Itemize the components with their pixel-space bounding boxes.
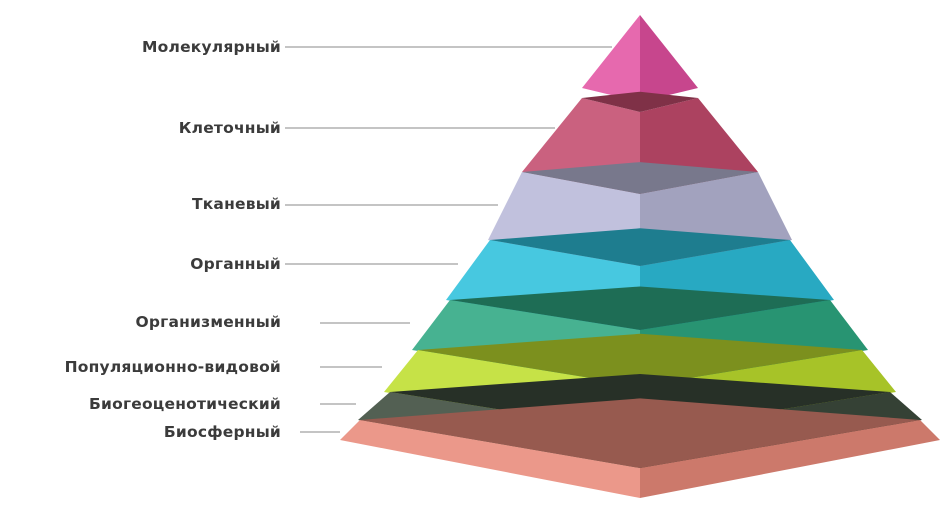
layer-right-face <box>640 15 698 102</box>
label-biosphere: Биосферный <box>164 423 281 441</box>
label-organism: Организменный <box>136 313 281 331</box>
label-tissue: Тканевый <box>192 195 281 213</box>
pyramid-layer-1 <box>582 15 698 102</box>
label-organ: Органный <box>190 255 281 273</box>
label-population: Популяционно-видовой <box>65 358 281 376</box>
label-biogeocenotic: Биогеоценотический <box>89 395 281 413</box>
label-cellular: Клеточный <box>179 119 281 137</box>
pyramid-layers <box>340 15 940 498</box>
layer-left-face <box>582 15 640 102</box>
label-molecular: Молекулярный <box>142 38 281 56</box>
